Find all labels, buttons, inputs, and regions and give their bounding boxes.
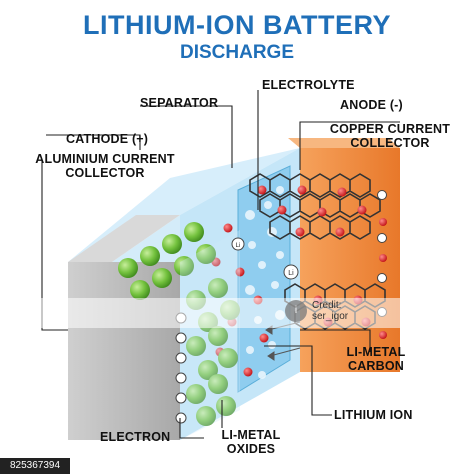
separator-membrane xyxy=(237,165,291,393)
aluminium-collector-label: ALUMINIUM CURRENT COLLECTOR xyxy=(20,152,190,180)
electron-label: ELECTRON xyxy=(100,430,171,444)
copper-collector-line2: COLLECTOR xyxy=(350,136,430,150)
diagram-title: LITHIUM-ION BATTERY xyxy=(83,10,391,40)
watermark-band xyxy=(0,298,474,328)
li-metal-oxides-label: LI-METAL OXIDES xyxy=(206,428,296,456)
ion-marker-symbol: Li xyxy=(288,270,294,277)
lithium-ion-markers xyxy=(231,237,299,280)
lithium-ion-label: LITHIUM ION xyxy=(334,408,413,422)
stock-id-badge: 825367394 xyxy=(0,458,70,474)
copper-collector-top xyxy=(288,138,400,148)
aluminium-collector-line2: COLLECTOR xyxy=(65,166,145,180)
ion-marker-symbol-2: Li xyxy=(236,243,241,249)
aluminium-collector-line1: ALUMINIUM CURRENT xyxy=(35,152,175,166)
aluminium-collector-top xyxy=(68,215,180,262)
aluminium-collector-front xyxy=(68,262,180,440)
li-metal-oxides-line2: OXIDES xyxy=(226,442,276,456)
cathode-front-face xyxy=(180,230,240,440)
anode-label: ANODE (-) xyxy=(340,98,403,112)
copper-collector-label: COPPER CURRENT COLLECTOR xyxy=(310,122,470,150)
separator-label: SEPARATOR xyxy=(140,96,219,110)
li-metal-carbon-line1: LI-METAL xyxy=(346,345,406,359)
leader-lines xyxy=(41,90,400,439)
li-metal-carbon-line2: CARBON xyxy=(347,359,405,373)
copper-collector-line1: COPPER CURRENT xyxy=(329,122,451,136)
watermark-credit-line2: ser_igor xyxy=(312,311,349,322)
watermark-credit-line1: Credit: xyxy=(312,300,342,311)
electrolyte-label: ELECTROLYTE xyxy=(262,78,355,92)
watermark-credit: Credit: ser_igor xyxy=(312,300,348,322)
li-metal-carbon-label: LI-METAL CARBON xyxy=(336,345,416,373)
li-metal-oxides-line1: LI-METAL xyxy=(221,428,281,442)
watermark-logo: i xyxy=(285,300,307,322)
diagram-subtitle: DISCHARGE xyxy=(179,42,294,63)
cathode-label: CATHODE (+) xyxy=(66,132,149,146)
